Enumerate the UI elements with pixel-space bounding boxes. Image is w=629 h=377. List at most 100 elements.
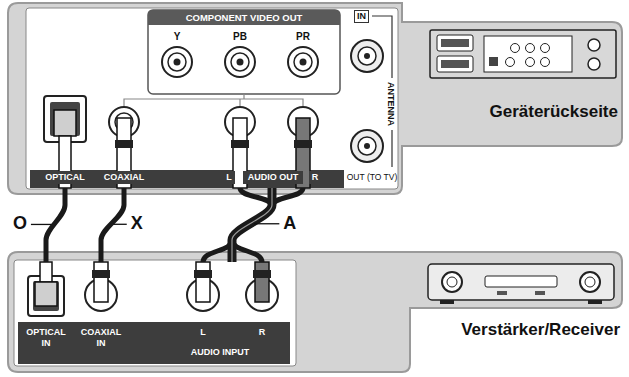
- output-jack: OPTICAL: [38, 88, 92, 188]
- jack-label: PB: [225, 31, 255, 43]
- audio-plug: [231, 118, 312, 188]
- jack-group: COMPONENT VIDEO OUT: [148, 10, 340, 94]
- jack-pin: [300, 59, 307, 66]
- jack-plate: [26, 8, 398, 189]
- jack-inner: [231, 53, 249, 71]
- mini-optical: [489, 57, 498, 66]
- coaxial-jack: [85, 279, 117, 311]
- mini-antenna: [588, 39, 600, 51]
- jack-ring: [109, 107, 139, 137]
- jack-label: IN: [354, 10, 369, 23]
- amp-button: [497, 291, 507, 295]
- group-line: [124, 94, 303, 106]
- scart-socket: [437, 35, 473, 51]
- jack-inner: [115, 113, 133, 131]
- channel-label: R: [309, 171, 321, 184]
- device-caption: Verstärker/Receiver: [415, 320, 620, 340]
- jack-label: Y: [162, 31, 192, 43]
- jack-hole: [50, 102, 80, 136]
- cable-cores: [232, 188, 272, 262]
- jack-label: OPTICAL IN: [23, 326, 69, 350]
- plug-body: [255, 262, 269, 302]
- leader-lines: [31, 223, 279, 225]
- jack-pin: [237, 59, 244, 66]
- input-jack: OPTICAL IN: [18, 262, 74, 364]
- jack-ring: [288, 47, 318, 77]
- jack-ring: [351, 130, 383, 162]
- amplifier-panel: [8, 252, 622, 372]
- rca-jack: [162, 47, 192, 77]
- amp-body: [428, 264, 614, 300]
- jack-ring: [85, 279, 117, 311]
- amp-foot: [440, 300, 454, 304]
- amp-knob-cap: [447, 277, 457, 287]
- mini-jack: [506, 58, 515, 67]
- leader-line: [31, 224, 52, 225]
- player-body: [430, 30, 616, 78]
- audio-jack: [225, 107, 318, 137]
- jack-inner: [358, 47, 376, 65]
- input-jack: LRAUDIO INPUT: [150, 262, 290, 364]
- amp-knob: [442, 272, 462, 292]
- mini-antenna: [588, 58, 600, 70]
- rca-jack: [225, 47, 255, 77]
- cable-letter: X: [130, 214, 144, 234]
- amp-knob: [580, 272, 600, 292]
- plug-band: [231, 140, 249, 148]
- device-view: Geräterückseite: [428, 26, 618, 124]
- mini-jack: [541, 44, 550, 53]
- jack-ring: [351, 40, 383, 72]
- jack-pin: [364, 53, 370, 59]
- player-panel: [8, 3, 622, 194]
- jack-ring: [162, 47, 192, 77]
- jack-hole: [33, 281, 59, 311]
- cable: [232, 188, 272, 262]
- output-jack: COAXIAL: [100, 88, 148, 188]
- optical-jack: [44, 96, 86, 142]
- amplifier-drawing: [428, 264, 614, 304]
- scart-socket: [437, 56, 473, 72]
- amp-button: [535, 291, 545, 295]
- amp-foot: [588, 300, 602, 304]
- audio-plug: [194, 262, 271, 302]
- scart-hole: [441, 60, 469, 68]
- channel-label: R: [256, 326, 268, 339]
- device-view: Verstärker/Receiver: [415, 258, 620, 342]
- amp-knob-cap: [585, 277, 595, 287]
- group-heading: COMPONENT VIDEO OUT: [148, 10, 340, 25]
- optical-jack: [28, 276, 64, 316]
- jack-ring: [246, 279, 278, 311]
- jack-frame: [44, 96, 86, 142]
- amp-display: [485, 276, 557, 287]
- player-rear-drawing: [430, 30, 616, 78]
- jack-ring: [225, 47, 255, 77]
- jack-plate: [14, 260, 296, 366]
- jack-inner: [294, 53, 312, 71]
- plug-band: [294, 140, 312, 148]
- plug-head: [54, 110, 76, 136]
- audio-jack: [187, 279, 278, 311]
- mini-jack: [511, 44, 520, 53]
- jack-pin: [174, 59, 181, 66]
- label-strip: [30, 170, 344, 188]
- jack-label: PR: [288, 31, 318, 43]
- jack-ring: [288, 107, 318, 137]
- jack-inner: [168, 53, 186, 71]
- antenna-group: INANTENNAOUT (TO TV): [346, 8, 398, 190]
- group-outline: [148, 10, 340, 94]
- plug-band: [115, 140, 133, 148]
- plug-body: [40, 262, 52, 282]
- plug-band: [92, 270, 110, 278]
- cable: [101, 188, 124, 262]
- mini-plate: [484, 36, 572, 72]
- jack-label: AUDIO INPUT: [150, 346, 290, 359]
- jack-label: COAXIAL IN: [78, 326, 124, 350]
- jack-pin: [364, 143, 370, 149]
- antenna-jack: [351, 40, 383, 162]
- cables: [46, 188, 272, 262]
- label-strip: [18, 322, 290, 364]
- jack-label: AUDIO OUT: [243, 171, 303, 184]
- jack-inner: [358, 137, 376, 155]
